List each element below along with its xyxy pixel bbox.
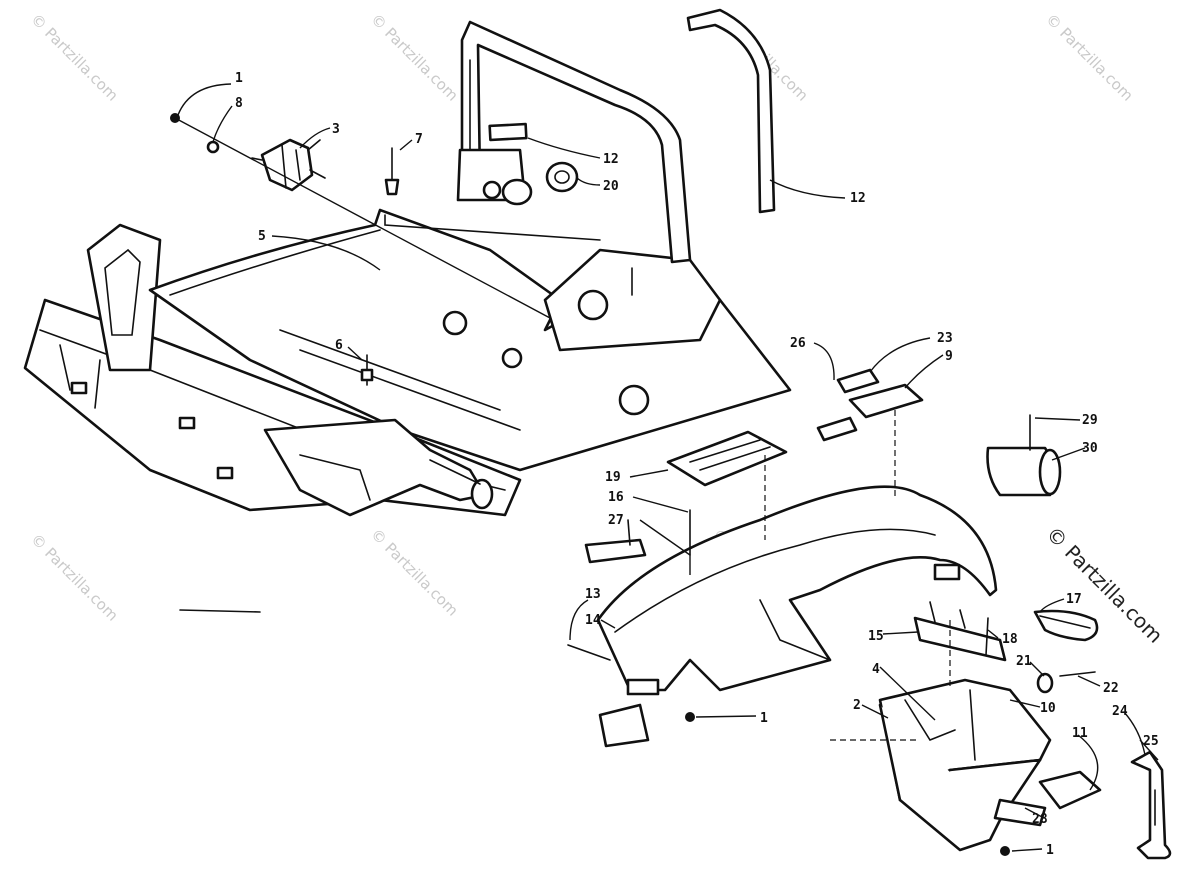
watermark-text: © Partzilla.com bbox=[367, 525, 462, 620]
washer bbox=[1036, 672, 1054, 694]
hitch-plate bbox=[993, 798, 1047, 827]
hitch-bracket bbox=[1038, 770, 1102, 810]
callout-27: 27 bbox=[608, 513, 624, 528]
watermark-text: © Partzilla.com bbox=[27, 10, 122, 105]
washer bbox=[206, 140, 220, 154]
callout-10: 10 bbox=[1040, 701, 1056, 716]
decal-small bbox=[488, 122, 528, 142]
callout-4: 4 bbox=[872, 662, 880, 677]
callout-25: 25 bbox=[1143, 734, 1159, 749]
callout-1: 1 bbox=[235, 71, 243, 86]
decal bbox=[848, 383, 924, 419]
decal bbox=[836, 368, 880, 394]
hitch-box bbox=[878, 678, 1052, 852]
leader-lines bbox=[177, 83, 1159, 852]
decal-plate bbox=[666, 430, 788, 487]
callout-7: 7 bbox=[415, 132, 423, 147]
callout-26: 26 bbox=[790, 336, 806, 351]
callout-15: 15 bbox=[868, 629, 884, 644]
callout-23: 23 bbox=[937, 331, 953, 346]
rod bbox=[179, 609, 261, 613]
fuel-pump bbox=[251, 138, 326, 192]
callout-8: 8 bbox=[235, 96, 243, 111]
callout-labels: 1 8 3 7 12 20 12 5 6 26 23 9 29 30 19 16… bbox=[235, 71, 1159, 858]
callout-11: 11 bbox=[1072, 726, 1088, 741]
callout-13: 13 bbox=[585, 587, 601, 602]
callout-24: 24 bbox=[1112, 704, 1128, 719]
watermark-text: © Partzilla.com bbox=[367, 10, 462, 105]
corner-bracket bbox=[584, 519, 647, 564]
callout-12: 12 bbox=[603, 152, 619, 167]
nut bbox=[1000, 846, 1010, 856]
grommet bbox=[545, 161, 579, 193]
flap-bracket bbox=[598, 703, 650, 748]
grab-bar bbox=[456, 20, 692, 264]
rear-fender bbox=[596, 485, 998, 696]
callout-16: 16 bbox=[608, 490, 624, 505]
screw bbox=[1059, 671, 1096, 677]
callout-14: 14 bbox=[585, 613, 601, 628]
hitch-arm bbox=[1130, 750, 1172, 860]
callout-1: 1 bbox=[760, 711, 768, 726]
callout-12: 12 bbox=[850, 191, 866, 206]
hitch-pin bbox=[1033, 609, 1099, 642]
callout-19: 19 bbox=[605, 470, 621, 485]
watermark-text: © Partzilla.com bbox=[1042, 10, 1137, 105]
callout-29: 29 bbox=[1082, 413, 1098, 428]
callout-2: 2 bbox=[853, 698, 861, 713]
callout-9: 9 bbox=[945, 349, 953, 364]
callout-20: 20 bbox=[603, 179, 619, 194]
nut bbox=[685, 712, 695, 722]
coil bbox=[986, 414, 1062, 497]
watermark-text: © Partzilla.com bbox=[27, 530, 122, 625]
alignment-lines bbox=[764, 410, 951, 741]
chassis-frame bbox=[23, 208, 792, 517]
callout-28: 28 bbox=[1032, 812, 1048, 827]
trim-strip bbox=[686, 8, 776, 214]
callout-3: 3 bbox=[332, 122, 340, 137]
callout-30: 30 bbox=[1082, 441, 1098, 456]
bracket-plate bbox=[913, 601, 1007, 662]
long-bolt bbox=[567, 644, 611, 661]
bolt bbox=[985, 617, 989, 656]
callout-22: 22 bbox=[1103, 681, 1119, 696]
callout-17: 17 bbox=[1066, 592, 1082, 607]
callout-18: 18 bbox=[1002, 632, 1018, 647]
callout-1: 1 bbox=[1046, 843, 1054, 858]
decal bbox=[816, 416, 858, 442]
callout-6: 6 bbox=[335, 338, 343, 353]
callout-5: 5 bbox=[258, 229, 266, 244]
callout-21: 21 bbox=[1016, 654, 1032, 669]
